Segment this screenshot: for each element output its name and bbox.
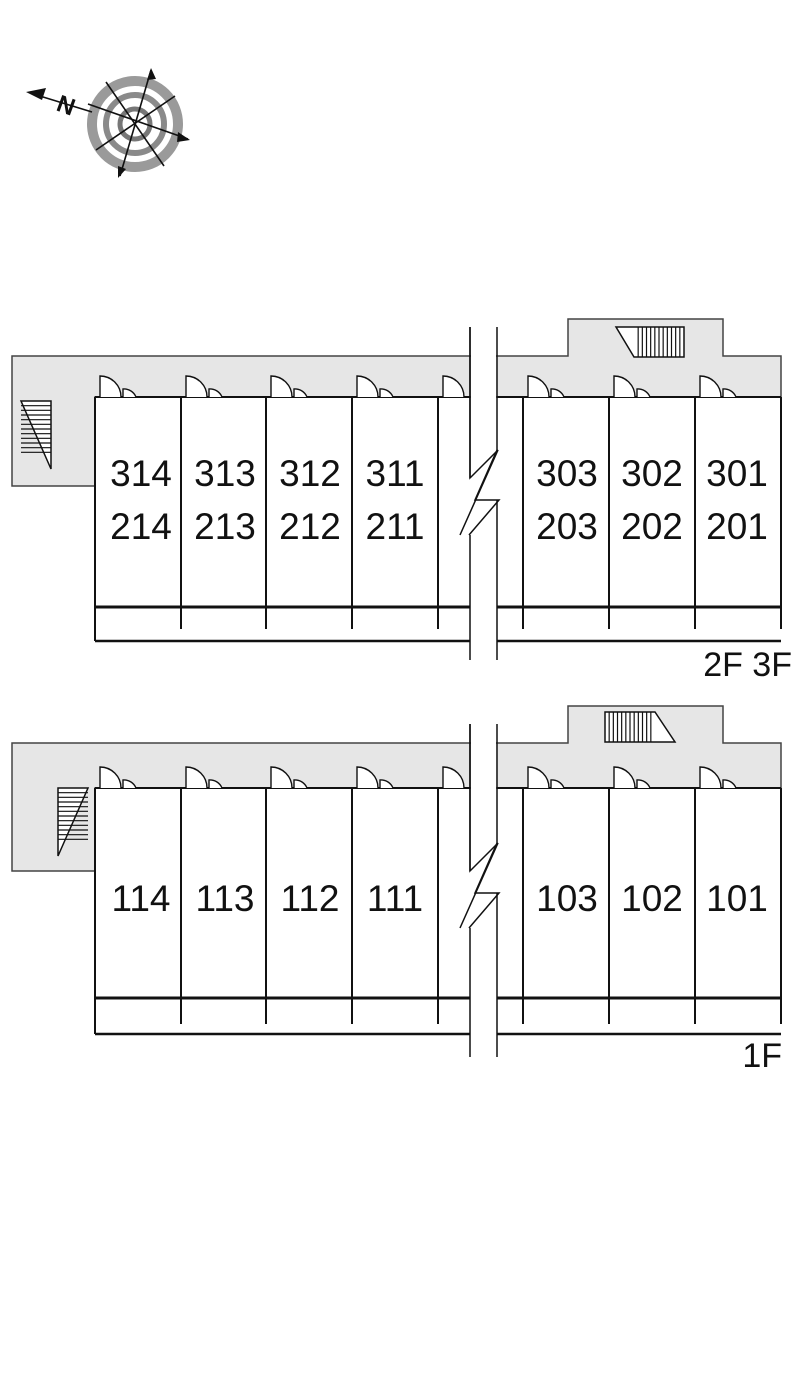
break-gap xyxy=(471,724,496,1057)
unit-label-1f: 112 xyxy=(281,878,340,919)
floor-label-upper: 2F 3F xyxy=(703,646,792,684)
unit-label-2f: 201 xyxy=(706,506,768,547)
unit-label-3f: 312 xyxy=(279,453,341,494)
door-icon xyxy=(270,766,293,789)
unit-label-3f: 301 xyxy=(706,453,768,494)
unit-label-2f: 203 xyxy=(536,506,598,547)
door-icon xyxy=(442,766,465,789)
stair-left-upper xyxy=(19,400,52,470)
corridor-upper xyxy=(11,318,782,487)
unit-label-2f: 211 xyxy=(366,506,425,547)
break-zigzag xyxy=(468,449,501,536)
compass-rose-icon: N xyxy=(26,68,190,178)
door-icon xyxy=(356,766,379,789)
unit-label-2f: 212 xyxy=(279,506,341,547)
door-icon xyxy=(379,388,394,398)
door-icon xyxy=(550,388,565,398)
unit-label-2f: 213 xyxy=(194,506,256,547)
door-icon xyxy=(99,375,122,398)
stair-top-upper xyxy=(614,326,685,358)
door-icon xyxy=(613,766,636,789)
lower-unit-labels: 114 113 112 111 103 102 101 xyxy=(112,878,768,919)
break-zigzag xyxy=(468,842,501,929)
stair-top-lower xyxy=(604,711,677,743)
door-icon xyxy=(99,766,122,789)
stair-left-lower xyxy=(57,787,90,857)
unit-label-3f: 313 xyxy=(194,453,256,494)
corridor-lower xyxy=(11,705,782,872)
upper-floor-plan xyxy=(11,318,782,660)
door-icon xyxy=(699,375,722,398)
floor-label-lower: 1F xyxy=(742,1037,782,1075)
door-icon xyxy=(527,766,550,789)
unit-label-1f: 102 xyxy=(621,878,683,919)
unit-label-3f: 303 xyxy=(536,453,598,494)
door-icon xyxy=(185,375,208,398)
upper-unit-labels: 314 313 312 311 303 302 301 214 213 212 … xyxy=(110,453,768,547)
door-icon xyxy=(293,388,308,398)
door-icon xyxy=(550,779,565,789)
unit-label-2f: 214 xyxy=(110,506,172,547)
door-icon xyxy=(122,779,137,789)
door-icon xyxy=(122,388,137,398)
door-icon xyxy=(442,375,465,398)
door-icon xyxy=(636,388,651,398)
unit-label-1f: 113 xyxy=(196,878,255,919)
door-icon xyxy=(270,375,293,398)
unit-label-3f: 311 xyxy=(366,453,425,494)
unit-label-2f: 202 xyxy=(621,506,683,547)
door-icon xyxy=(613,375,636,398)
door-icon xyxy=(379,779,394,789)
door-icon xyxy=(636,779,651,789)
door-icon xyxy=(185,766,208,789)
break-gap xyxy=(471,327,496,660)
door-icon xyxy=(356,375,379,398)
compass-north-letter: N xyxy=(53,90,79,121)
unit-label-3f: 302 xyxy=(621,453,683,494)
door-icon xyxy=(722,388,737,398)
unit-label-1f: 114 xyxy=(112,878,171,919)
door-icon xyxy=(722,779,737,789)
door-icon xyxy=(208,779,223,789)
unit-label-1f: 111 xyxy=(367,878,423,919)
door-icon xyxy=(293,779,308,789)
door-icon xyxy=(527,375,550,398)
door-icon xyxy=(208,388,223,398)
lower-floor-plan xyxy=(11,705,782,1057)
door-icon xyxy=(699,766,722,789)
unit-label-1f: 103 xyxy=(536,878,598,919)
unit-label-3f: 314 xyxy=(110,453,172,494)
unit-label-1f: 101 xyxy=(706,878,768,919)
